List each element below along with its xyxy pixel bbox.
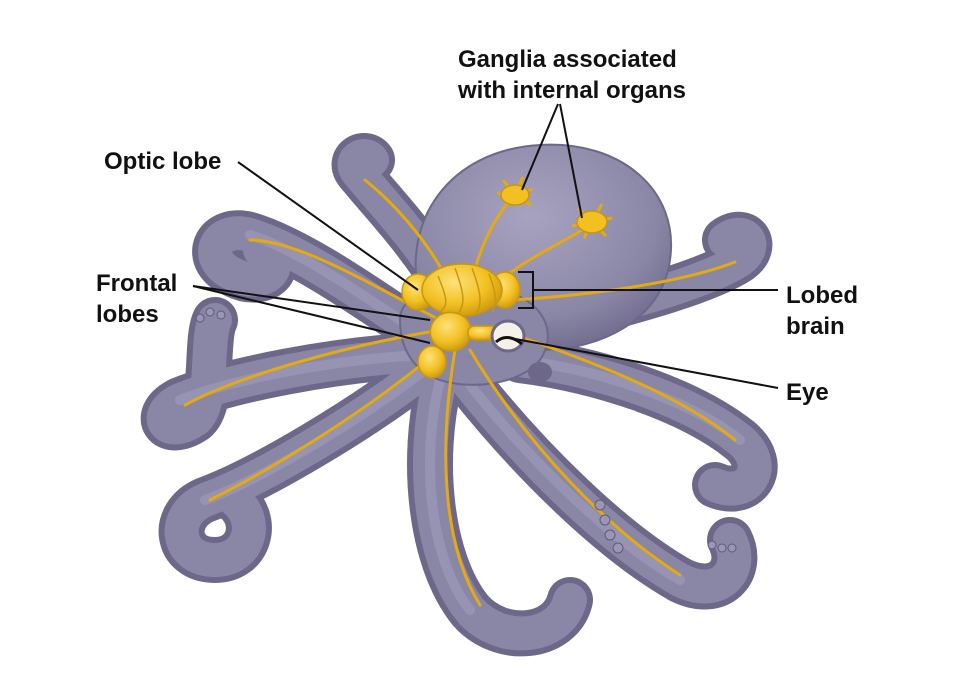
label-ganglia-line1: Ganglia associated <box>458 46 677 73</box>
leader-eye <box>509 337 779 389</box>
label-ganglia-line2: with internal organs <box>458 77 687 104</box>
label-ganglia: Ganglia associated with internal organs <box>458 44 686 106</box>
leader-frontal-upper <box>192 285 431 321</box>
label-frontal-lobes: Frontal lobes <box>96 268 177 330</box>
leader-ganglia-left <box>521 103 559 191</box>
label-lobed-brain: Lobed brain <box>786 280 858 342</box>
label-frontal-line2: lobes <box>96 301 159 328</box>
leader-lines <box>192 103 779 389</box>
octopus-arms <box>140 133 778 657</box>
leader-frontal-lower <box>192 285 431 344</box>
visceral-ganglia <box>496 176 613 239</box>
octopus-eye <box>490 319 526 353</box>
label-frontal-line1: Frontal <box>96 270 178 297</box>
label-eye: Eye <box>786 379 829 406</box>
frontal-lobes-shape <box>429 311 472 352</box>
arm-suckers <box>195 307 737 554</box>
siphon <box>528 362 552 382</box>
label-lobed-line1: Lobed <box>786 282 858 309</box>
leader-ganglia-right <box>559 103 583 219</box>
octopus-brain <box>401 263 521 379</box>
label-lobed-line2: brain <box>786 313 845 340</box>
label-optic-lobe: Optic lobe <box>104 148 222 175</box>
leader-optic-lobe <box>237 161 419 291</box>
